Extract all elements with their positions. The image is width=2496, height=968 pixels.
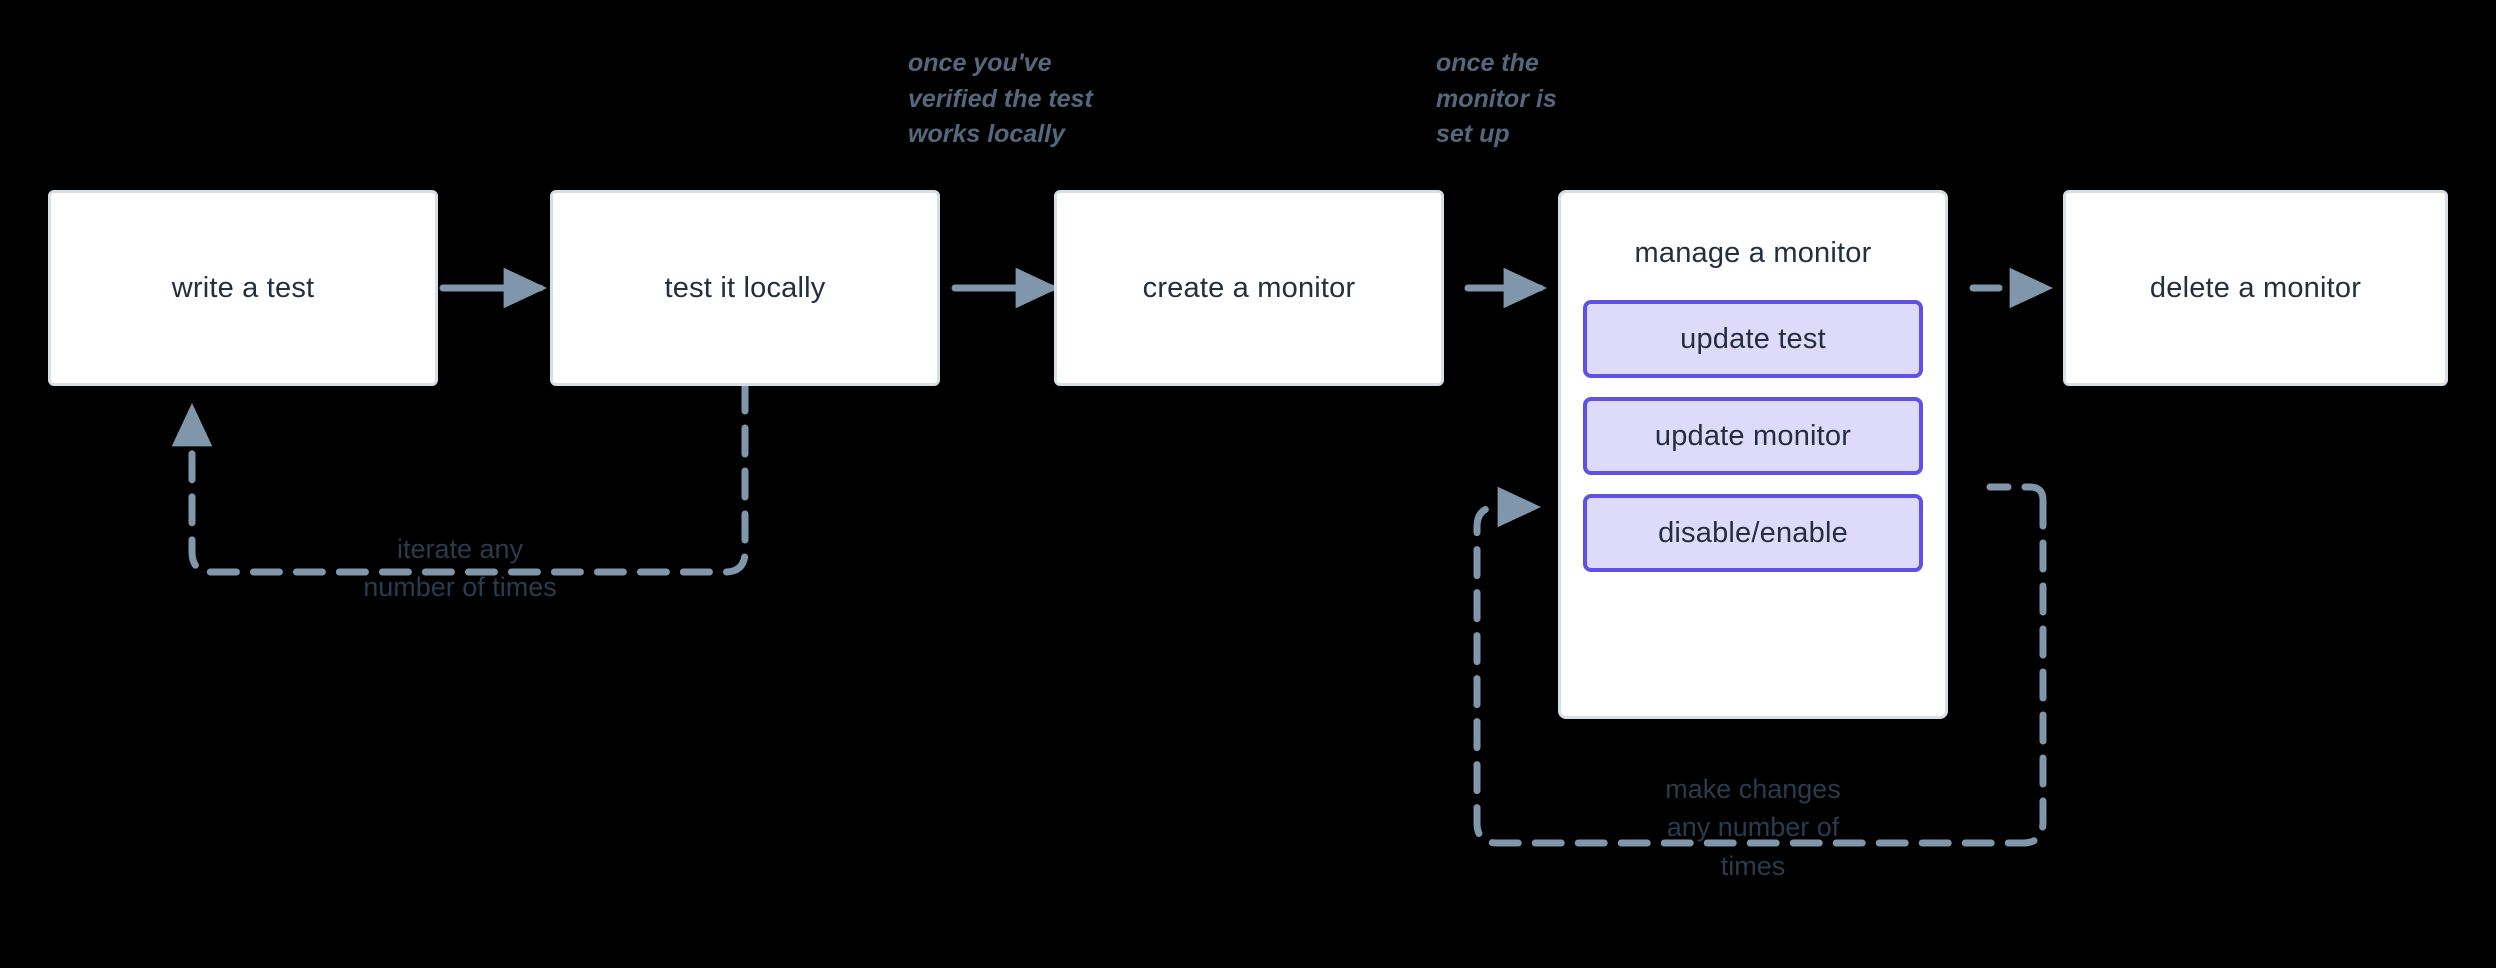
sub-node-label: update monitor <box>1654 419 1852 452</box>
sub-node-disable-enable[interactable]: disable/enable <box>1583 494 1923 572</box>
node-write-a-test[interactable]: write a test <box>48 190 438 386</box>
node-delete-a-monitor[interactable]: delete a monitor <box>2063 190 2448 386</box>
loop-note-iterate: iterate any number of times <box>363 534 557 603</box>
node-label: create a monitor <box>1142 271 1356 304</box>
sub-node-label: disable/enable <box>1658 516 1848 549</box>
group-title: manage a monitor <box>1634 237 1872 269</box>
edge-note-setup: once the monitor is set up <box>1436 49 1557 148</box>
node-create-a-monitor[interactable]: create a monitor <box>1054 190 1444 386</box>
sub-node-label: update test <box>1680 322 1826 355</box>
node-label: delete a monitor <box>2149 271 2362 304</box>
node-test-it-locally[interactable]: test it locally <box>550 190 940 386</box>
sub-node-update-test[interactable]: update test <box>1583 300 1923 378</box>
node-label: test it locally <box>664 271 826 304</box>
node-label: write a test <box>171 271 315 304</box>
node-manage-a-monitor[interactable]: manage a monitor update test update moni… <box>1558 190 1948 719</box>
loop-note-changes: make changes any number of times <box>1665 774 1841 881</box>
edge-note-verified: once you've verified the test works loca… <box>908 49 1093 148</box>
sub-node-update-monitor[interactable]: update monitor <box>1583 397 1923 475</box>
